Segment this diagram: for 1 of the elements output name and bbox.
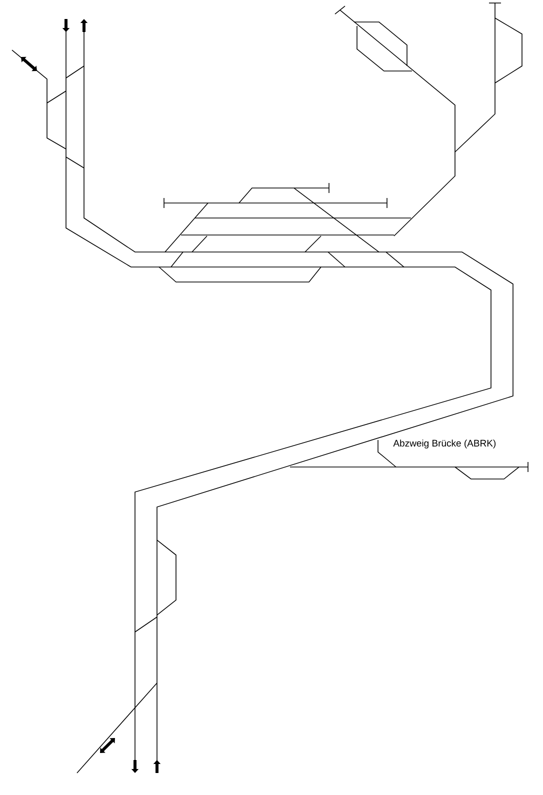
station-label: Abzweig Brücke (ABRK)	[393, 440, 496, 448]
